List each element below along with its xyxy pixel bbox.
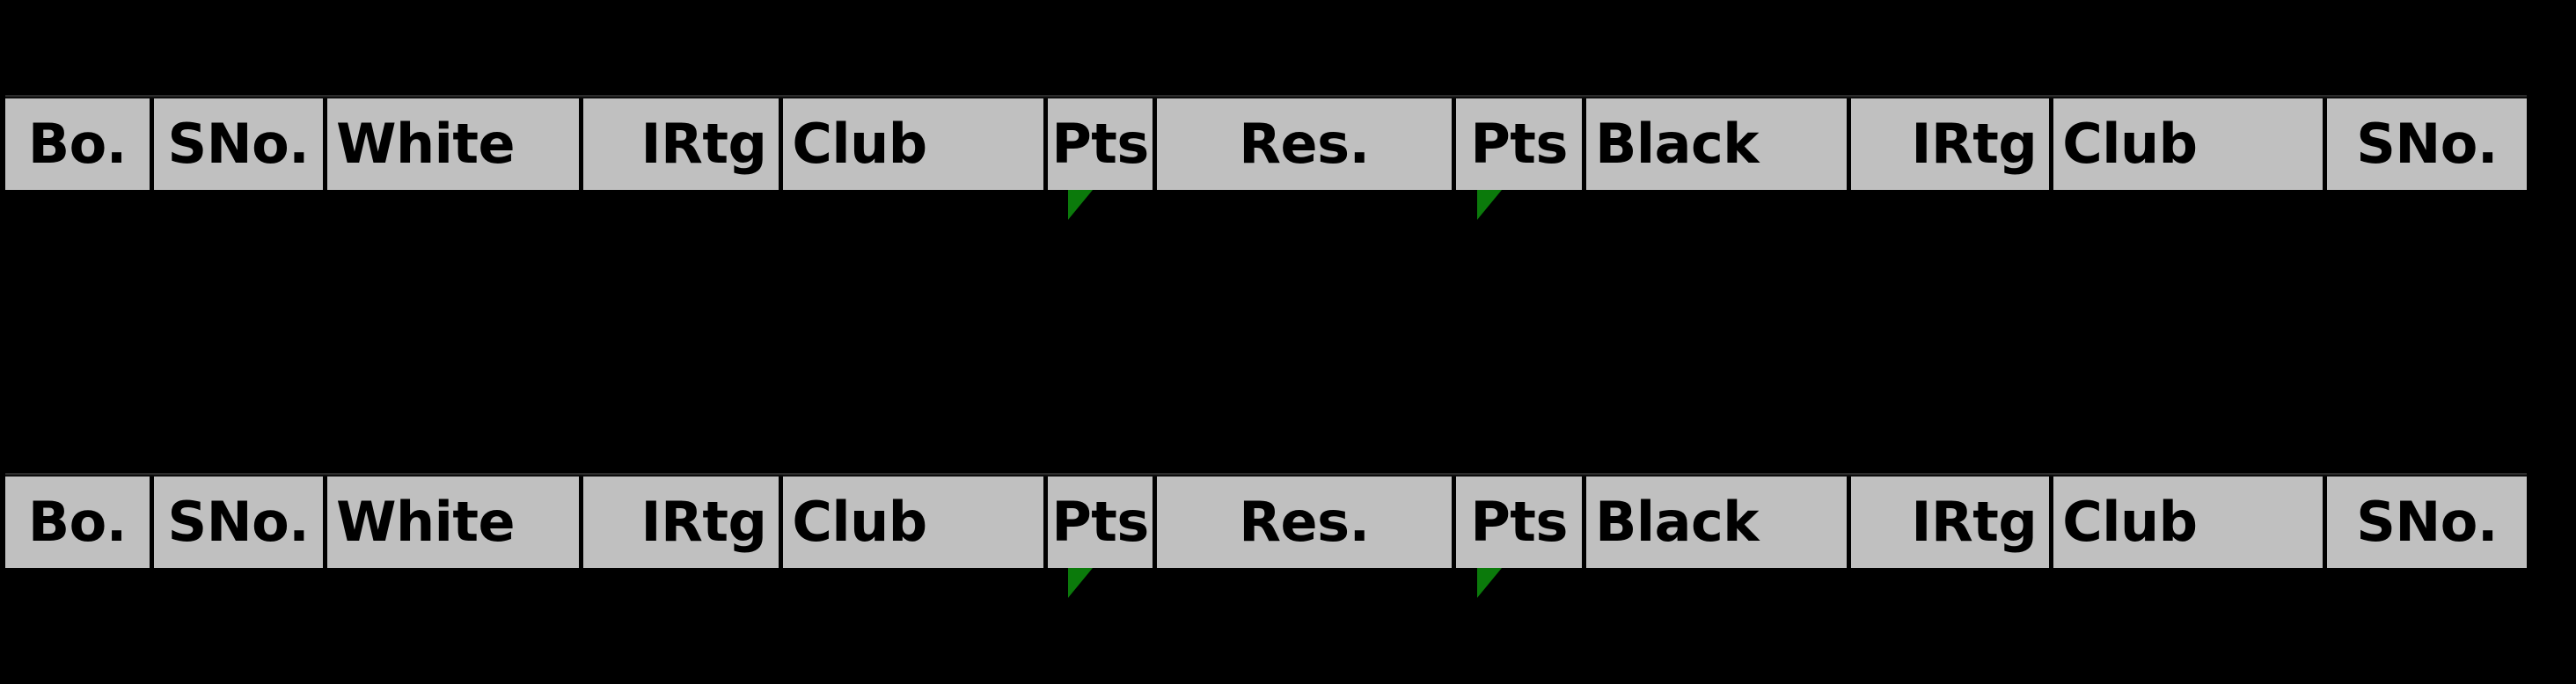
column-header-res[interactable]: Res. [1156,477,1453,568]
column-header-club-white[interactable]: Club [783,98,1044,190]
column-header-pts-white[interactable]: Pts [1048,477,1153,568]
column-header-irtg-white[interactable]: IRtg [583,477,779,568]
column-header-irtg-black[interactable]: IRtg [1851,477,2050,568]
sort-indicator-strip [5,190,2527,230]
sort-triangle-icon-pts-black[interactable] [1477,190,1502,220]
column-header-white[interactable]: White [327,98,580,190]
column-header-sno-black[interactable]: SNo. [2327,98,2527,190]
column-header-white[interactable]: White [327,477,580,568]
column-header-irtg-white[interactable]: IRtg [583,98,779,190]
column-header-pts-white[interactable]: Pts [1048,98,1153,190]
column-header-pts-black[interactable]: Pts [1456,98,1583,190]
column-header-res[interactable]: Res. [1156,98,1453,190]
pairing-table-header-row: Bo. SNo. White IRtg Club Pts Res. Pts Bl… [5,477,2527,568]
column-header-sno-white[interactable]: SNo. [153,98,324,190]
pairing-header-block-2: Bo. SNo. White IRtg Club Pts Res. Pts Bl… [5,473,2527,608]
pairing-header-block-1: Bo. SNo. White IRtg Club Pts Res. Pts Bl… [5,95,2527,230]
column-header-black[interactable]: Black [1586,477,1848,568]
sort-triangle-icon-pts-white[interactable] [1068,190,1093,220]
column-header-club-white[interactable]: Club [783,477,1044,568]
column-header-bo[interactable]: Bo. [5,477,150,568]
sort-triangle-icon-pts-white[interactable] [1068,568,1093,598]
column-header-club-black[interactable]: Club [2053,477,2324,568]
column-header-irtg-black[interactable]: IRtg [1851,98,2050,190]
sort-triangle-icon-pts-black[interactable] [1477,568,1502,598]
column-header-club-black[interactable]: Club [2053,98,2324,190]
column-header-sno-white[interactable]: SNo. [153,477,324,568]
column-header-sno-black[interactable]: SNo. [2327,477,2527,568]
sort-indicator-strip [5,568,2527,608]
column-header-pts-black[interactable]: Pts [1456,477,1583,568]
table-top-rule [5,95,2527,98]
column-header-black[interactable]: Black [1586,98,1848,190]
table-top-rule [5,473,2527,477]
column-header-bo[interactable]: Bo. [5,98,150,190]
pairing-table-header-row: Bo. SNo. White IRtg Club Pts Res. Pts Bl… [5,98,2527,190]
